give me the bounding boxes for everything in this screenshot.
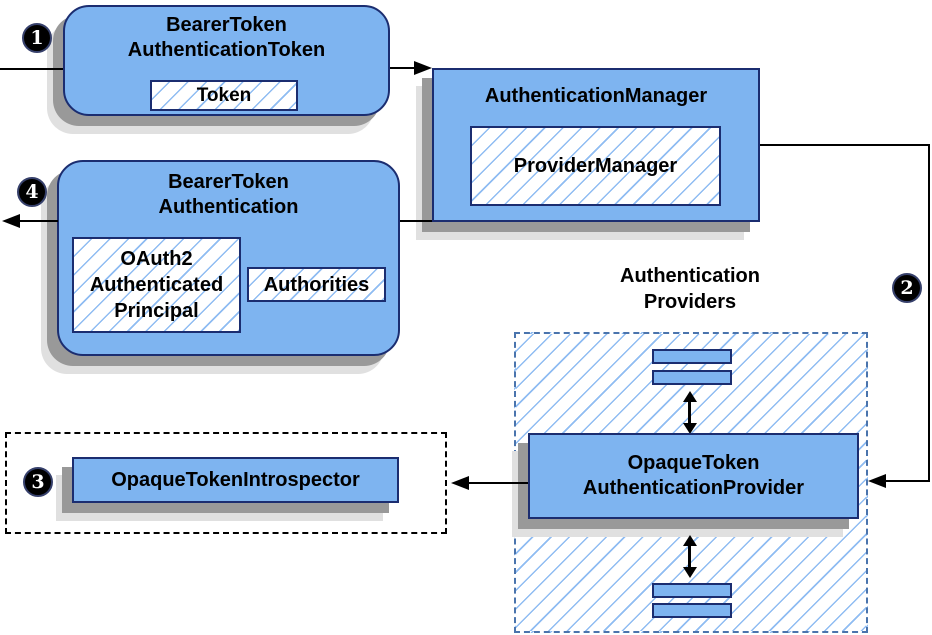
bearer-token-authentication-token-title-line2: AuthenticationToken [127,39,326,61]
bearer-token-authentication-title-line2: Authentication [158,196,299,218]
double-arrow-down-icon [683,567,697,578]
double-arrow-down-icon [683,423,697,434]
node-opaque-token-authentication-provider: OpaqueToken AuthenticationProvider [528,433,859,519]
double-arrow-up-icon [683,535,697,546]
bearer-token-authentication-title-line1: BearerToken [168,171,289,193]
authentication-providers-label-line2: Providers [643,291,737,313]
authentication-manager-title: AuthenticationManager [484,85,708,107]
flow-line-manager-to-authentication [400,220,432,222]
double-arrow-shaft [688,400,691,425]
double-arrow-shaft [688,544,691,569]
step-badge-2: 2 [892,273,922,303]
step-badge-3: 3 [23,467,53,497]
bearer-token-authentication-token-title-line1: BearerToken [166,14,287,36]
opaque-token-introspector-container: 3 OpaqueTokenIntrospector [5,432,447,534]
opaque-token-authentication-provider-title-line1: OpaqueToken [627,452,760,474]
step-1-number: 1 [30,26,44,49]
arrowhead-right-icon [414,61,432,75]
step-4-number: 4 [25,180,39,203]
flow-line-result-out [20,220,58,222]
provider-stack-bar [652,349,732,364]
flow-line-step2-into-providers [886,480,928,482]
node-authentication-manager: AuthenticationManager ProviderManager [432,68,760,222]
flow-line-token-to-manager [390,67,416,69]
principal-chip-line2: Authenticated [89,274,224,296]
step-3-number: 3 [31,470,45,493]
authentication-providers-label-line1: Authentication [620,265,760,287]
arrowhead-left-icon [2,214,20,228]
authorities-chip-label: Authorities [263,273,370,296]
opaque-token-authentication-provider-title-line2: AuthenticationProvider [582,477,805,499]
node-bearer-token-authentication: BearerToken Authentication OAuth2 Authen… [57,160,400,356]
flow-line-provider-to-introspector [469,482,528,484]
opaque-token-introspector-title: OpaqueTokenIntrospector [111,468,360,491]
flow-line-request-in [0,68,63,70]
principal-chip-line3: Principal [114,300,199,322]
flow-line-step2-vertical [928,144,930,482]
provider-manager-chip: ProviderManager [470,126,721,206]
node-opaque-token-introspector: OpaqueTokenIntrospector [72,457,399,503]
arrowhead-left-icon [868,474,886,488]
node-bearer-token-authentication-token: BearerToken AuthenticationToken Token [63,5,390,116]
arrowhead-left-icon [451,476,469,490]
provider-stack-bar [652,583,732,598]
step-badge-4: 4 [17,177,47,207]
oauth2-authenticated-principal-chip: OAuth2 Authenticated Principal [72,237,241,333]
token-chip-label: Token [196,84,252,106]
authentication-providers-label: Authentication Providers [560,263,820,315]
provider-manager-chip-label: ProviderManager [513,155,678,177]
authentication-providers-container: OpaqueToken AuthenticationProvider [514,332,868,633]
authorities-chip: Authorities [247,267,386,302]
double-arrow-up-icon [683,391,697,402]
provider-stack-bar [652,603,732,618]
token-chip: Token [150,80,298,111]
step-2-number: 2 [900,276,914,299]
flow-line-step2-horizontal [760,144,930,146]
step-badge-1: 1 [22,23,52,53]
provider-stack-bar [652,370,732,385]
principal-chip-line1: OAuth2 [120,248,193,270]
